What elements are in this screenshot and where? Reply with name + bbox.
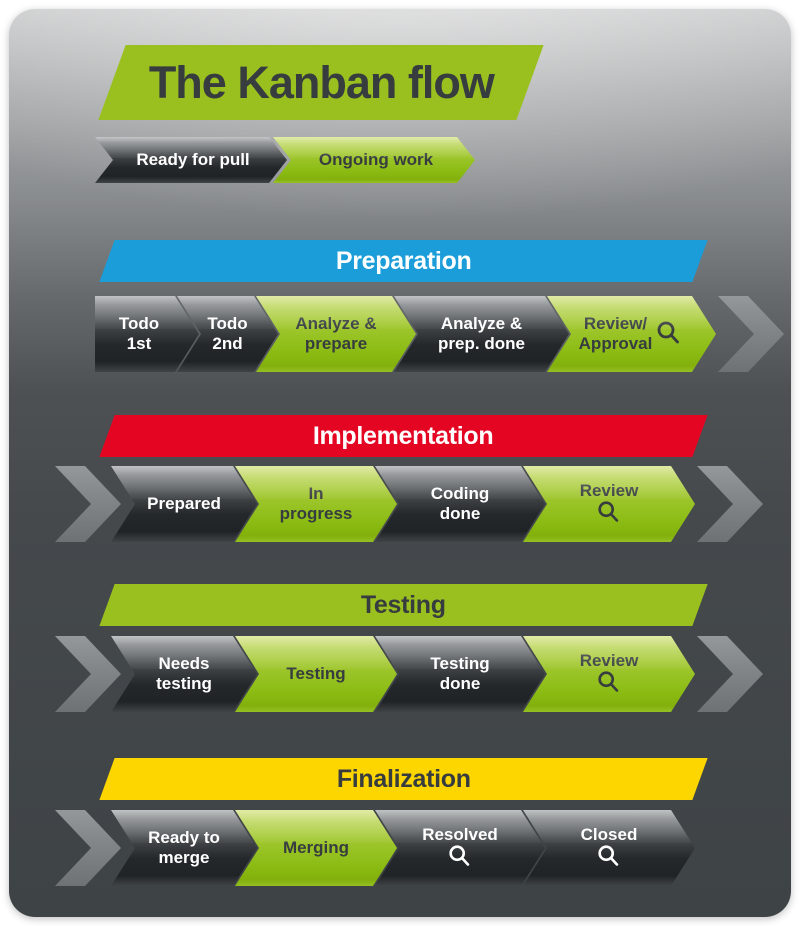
step-label: prep. done bbox=[438, 334, 525, 353]
magnifier-icon bbox=[595, 669, 623, 697]
step-todo-1st: Todo 1st bbox=[95, 296, 199, 372]
step-label: Prepared bbox=[147, 493, 221, 513]
step-review-testing: Review bbox=[523, 636, 695, 712]
legend: Ready for pull Ongoing work bbox=[95, 137, 475, 183]
step-label: Resolved bbox=[422, 824, 498, 844]
legend-ready-label: Ready for pull bbox=[136, 150, 250, 169]
legend-ready-for-pull: Ready for pull bbox=[95, 137, 287, 183]
banner-preparation: Preparation bbox=[99, 240, 708, 282]
banner-testing: Testing bbox=[99, 584, 708, 626]
step-closed: Closed bbox=[523, 810, 695, 886]
step-merging: Merging bbox=[235, 810, 397, 886]
step-label: Review bbox=[579, 480, 639, 500]
step-label: done bbox=[439, 504, 481, 523]
banner-implementation: Implementation bbox=[99, 415, 708, 457]
legend-ongoing-work: Ongoing work bbox=[273, 137, 475, 183]
step-label: 1st bbox=[126, 334, 152, 353]
step-label: Closed bbox=[580, 824, 638, 844]
step-label: Analyze & bbox=[295, 313, 377, 333]
step-label: done bbox=[439, 674, 481, 693]
row-testing: Needs testing Testing Testing done Revie… bbox=[55, 636, 763, 712]
magnifier-icon bbox=[446, 843, 474, 871]
step-testing: Testing bbox=[235, 636, 397, 712]
step-label: Ready to bbox=[148, 827, 220, 847]
step-label: merge bbox=[158, 848, 210, 867]
banner-preparation-label: Preparation bbox=[335, 246, 472, 275]
flow-chevron-icon bbox=[697, 636, 763, 712]
step-testing-done: Testing done bbox=[375, 636, 545, 712]
step-label: Review/ bbox=[583, 313, 648, 333]
flow-chevron-icon bbox=[718, 296, 784, 372]
magnifier-icon bbox=[595, 499, 623, 527]
step-label: Approval bbox=[578, 334, 653, 353]
step-review-implementation: Review bbox=[523, 466, 695, 542]
row-finalization: Ready to merge Merging Resolved Closed bbox=[55, 810, 695, 886]
banner-finalization: Finalization bbox=[99, 758, 708, 800]
banner-implementation-label: Implementation bbox=[313, 421, 494, 450]
step-label: prepare bbox=[304, 334, 368, 353]
step-review-approval: Review/ Approval bbox=[547, 296, 716, 372]
step-needs-testing: Needs testing bbox=[111, 636, 257, 712]
step-coding-done: Coding done bbox=[375, 466, 545, 542]
step-analyze-prepare: Analyze & prepare bbox=[256, 296, 416, 372]
step-label: Testing bbox=[286, 663, 346, 683]
step-prepared: Prepared bbox=[111, 466, 257, 542]
title-banner: The Kanban flow bbox=[98, 45, 544, 120]
step-label: Todo bbox=[118, 313, 160, 333]
legend-ongoing-label: Ongoing work bbox=[318, 150, 434, 169]
row-preparation: Todo 1st Todo 2nd Analyze & prepare Anal… bbox=[95, 296, 784, 372]
flow-chevron-icon bbox=[55, 810, 121, 886]
magnifier-icon bbox=[595, 843, 623, 871]
step-label: Review bbox=[579, 650, 639, 670]
step-resolved: Resolved bbox=[375, 810, 545, 886]
step-label: Testing bbox=[430, 653, 490, 673]
flow-chevron-icon bbox=[697, 466, 763, 542]
step-label: testing bbox=[156, 674, 212, 693]
step-label: Needs bbox=[158, 653, 210, 673]
row-implementation: Prepared In progress Coding done Review bbox=[55, 466, 763, 542]
page-title: The Kanban flow bbox=[148, 56, 494, 108]
banner-testing-label: Testing bbox=[361, 590, 446, 619]
step-label: Coding bbox=[430, 483, 490, 503]
kanban-card: The Kanban flow Ready for pull Ongoing w… bbox=[9, 9, 791, 917]
flow-chevron-icon bbox=[55, 466, 121, 542]
step-ready-to-merge: Ready to merge bbox=[111, 810, 257, 886]
step-label: progress bbox=[279, 504, 353, 523]
step-label: Todo bbox=[207, 313, 248, 333]
step-label: 2nd bbox=[212, 334, 243, 353]
step-label: Analyze & bbox=[440, 313, 523, 333]
step-label: Merging bbox=[282, 837, 350, 857]
step-in-progress: In progress bbox=[235, 466, 397, 542]
banner-finalization-label: Finalization bbox=[336, 764, 471, 793]
step-label: In bbox=[308, 483, 324, 503]
magnifier-icon bbox=[654, 319, 684, 349]
step-analyze-prep-done: Analyze & prep. done bbox=[394, 296, 569, 372]
flow-chevron-icon bbox=[55, 636, 121, 712]
